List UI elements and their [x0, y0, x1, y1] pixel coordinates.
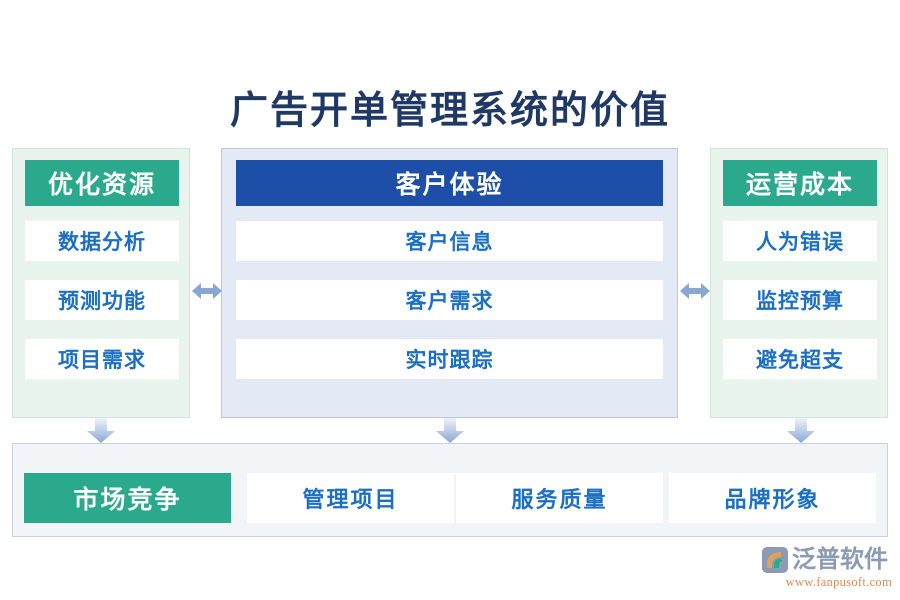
column-panel-optimize-resources: 优化资源 数据分析 预测功能 项目需求 — [12, 148, 190, 418]
column-item-optimize-resources-2[interactable]: 项目需求 — [25, 339, 179, 379]
column-item-customer-experience-0[interactable]: 客户信息 — [236, 221, 663, 261]
column-item-optimize-resources-1[interactable]: 预测功能 — [25, 280, 179, 320]
bottom-item-1[interactable]: 管理项目 — [247, 473, 454, 523]
down-arrow-center-icon — [435, 418, 465, 444]
column-item-operating-cost-1[interactable]: 监控预算 — [723, 280, 877, 320]
brand-logo: 泛普软件 www.fanpusoft.com — [762, 546, 892, 589]
page-title: 广告开单管理系统的价值 — [229, 90, 670, 132]
column-header-operating-cost: 运营成本 — [723, 160, 877, 206]
double-arrow-right-icon — [680, 280, 710, 302]
column-item-customer-experience-2[interactable]: 实时跟踪 — [236, 339, 663, 379]
double-arrow-left-icon — [192, 280, 222, 302]
fanpu-logo-mark-icon — [762, 547, 788, 573]
column-item-customer-experience-1[interactable]: 客户需求 — [236, 280, 663, 320]
column-panel-operating-cost: 运营成本 人为错误 监控预算 避免超支 — [710, 148, 888, 418]
column-item-operating-cost-2[interactable]: 避免超支 — [723, 339, 877, 379]
brand-name: 泛普软件 — [792, 547, 888, 573]
bottom-item-2[interactable]: 服务质量 — [456, 473, 663, 523]
brand-url: www.fanpusoft.com — [785, 575, 892, 589]
bottom-panel: 市场竞争 管理项目 服务质量 品牌形象 — [12, 443, 888, 537]
bottom-item-0[interactable]: 市场竞争 — [24, 473, 231, 523]
column-header-customer-experience: 客户体验 — [236, 160, 663, 206]
column-header-optimize-resources: 优化资源 — [25, 160, 179, 206]
down-arrow-left-icon — [86, 418, 116, 444]
bottom-item-3[interactable]: 品牌形象 — [669, 473, 876, 523]
column-panel-customer-experience: 客户体验 客户信息 客户需求 实时跟踪 — [221, 148, 678, 418]
down-arrow-right-icon — [786, 418, 816, 444]
column-item-operating-cost-0[interactable]: 人为错误 — [723, 221, 877, 261]
column-item-optimize-resources-0[interactable]: 数据分析 — [25, 221, 179, 261]
